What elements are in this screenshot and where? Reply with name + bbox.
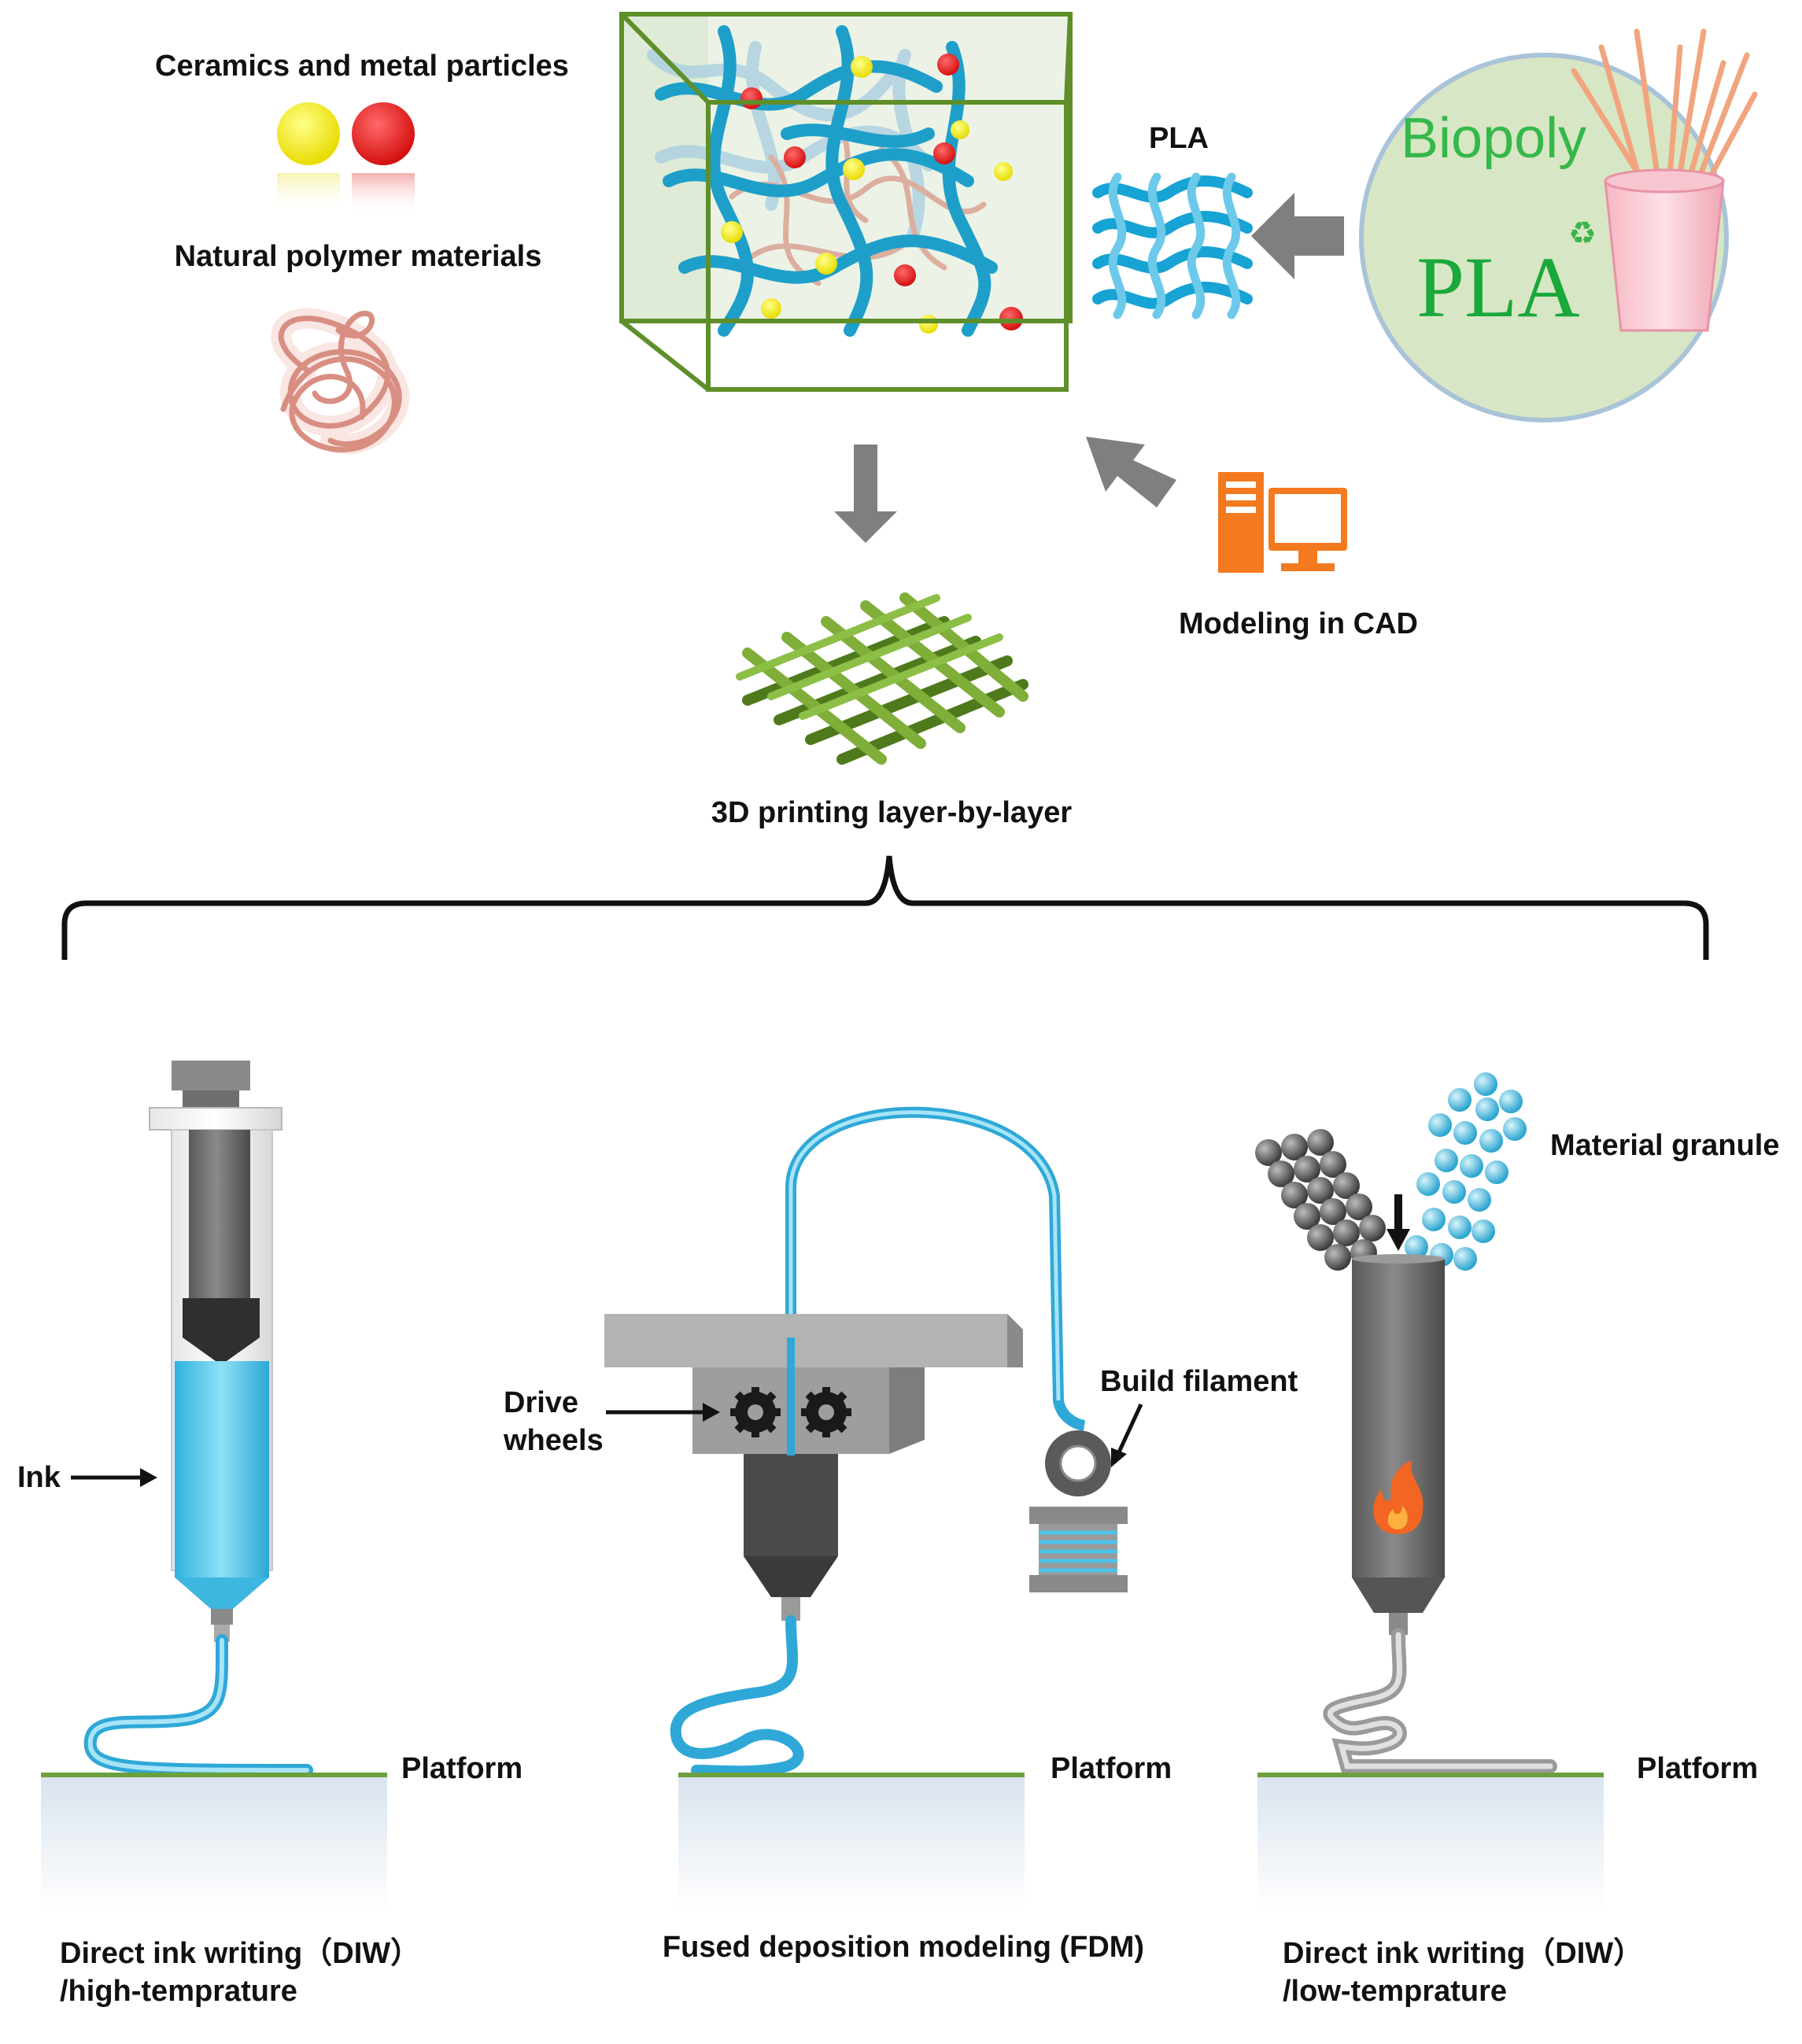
gray-granules-icon — [1255, 1129, 1386, 1271]
ink-extrusion — [83, 1634, 313, 1777]
cup-icon — [1604, 179, 1725, 332]
modeling-cad-label: Modeling in CAD — [1179, 607, 1418, 640]
drive-wheels-arrow — [606, 1403, 720, 1422]
blue-granules-icon — [1405, 1072, 1527, 1271]
platform-mid-label: Platform — [1051, 1752, 1172, 1785]
drive-label-line1: Drive — [504, 1386, 578, 1419]
drive-wheel-icon-2 — [801, 1387, 851, 1437]
pla-small-label: PLA — [1149, 122, 1209, 155]
ink-label: Ink — [17, 1461, 61, 1494]
arrow-cube-to-scaffold — [834, 445, 897, 543]
curly-brace — [61, 855, 1709, 960]
composite-cube — [619, 12, 1073, 392]
fdm-head — [604, 1314, 1023, 1621]
caption-left-line2: /high-temprature — [60, 1975, 297, 2008]
caption-right-line2: /low-temprature — [1283, 1975, 1507, 2008]
drive-wheel-icon-1 — [730, 1387, 781, 1437]
recycle-icon: ♻ — [1568, 216, 1597, 252]
arrow-cad-to-cube — [1086, 437, 1176, 507]
printing-label: 3D printing layer-by-layer — [711, 796, 1072, 829]
caption-mid: Fused deposition modeling (FDM) — [663, 1931, 1144, 1964]
platform-mid — [678, 1773, 1025, 1910]
biopoly-text: Biopoly — [1401, 107, 1586, 170]
ink-arrow — [71, 1468, 157, 1487]
caption-left-line1: Direct ink writing（DIW） — [60, 1937, 420, 1970]
heated-extruder — [1352, 1254, 1445, 1635]
flame-icon — [1373, 1460, 1424, 1534]
platform-left — [41, 1773, 387, 1910]
fdm-extrusion — [670, 1615, 804, 1777]
metal-particle-icon — [352, 102, 415, 214]
ceramic-particle-icon — [277, 102, 340, 214]
syringe-icon — [149, 1061, 282, 1642]
cad-computer-icon — [1218, 472, 1347, 573]
build-filament-arrow — [1111, 1403, 1143, 1467]
granule-down-arrow — [1387, 1194, 1410, 1251]
ceramics-metal-label: Ceramics and metal particles — [155, 50, 569, 83]
pla-big-text: PLA — [1416, 239, 1580, 335]
pla-weave-icon — [1092, 172, 1253, 319]
arrow-circle-to-pla — [1251, 193, 1344, 279]
natural-polymer-coil-icon — [271, 308, 410, 455]
caption-right-line1: Direct ink writing（DIW） — [1283, 1937, 1643, 1970]
scaffold-icon — [736, 592, 1028, 765]
platform-right-label: Platform — [1637, 1752, 1758, 1785]
build-filament-label: Build filament — [1100, 1365, 1298, 1398]
material-granule-label: Material granule — [1550, 1129, 1779, 1162]
drive-label-line2: wheels — [503, 1424, 604, 1457]
filament-spool-icon — [1029, 1430, 1128, 1592]
biopoly-circle: Biopoly PLA ♻ — [1359, 28, 1758, 422]
platform-right — [1257, 1773, 1604, 1910]
natural-polymer-label: Natural polymer materials — [175, 240, 542, 273]
platform-left-label: Platform — [401, 1752, 523, 1785]
